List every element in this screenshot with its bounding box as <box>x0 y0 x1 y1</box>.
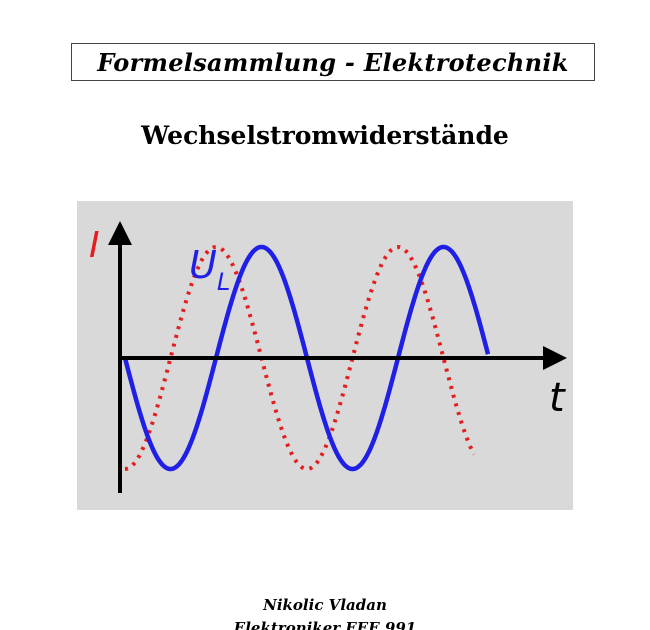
author-name: Nikolic Vladan <box>263 596 387 614</box>
voltage-label-main: U <box>189 243 217 287</box>
current-label: I <box>89 225 100 266</box>
ac-waveform-figure: I UL t <box>77 201 573 510</box>
current-waveform <box>124 244 476 472</box>
voltage-label-subscript: L <box>217 268 230 296</box>
course-name: Elektroniker EEE 991 <box>233 619 417 630</box>
document-title: Formelsammlung - Elektrotechnik <box>97 47 569 77</box>
waveform-graphic: I UL t <box>77 201 573 510</box>
figure-background <box>77 201 573 510</box>
time-label: t <box>549 375 566 421</box>
title-box: Formelsammlung - Elektrotechnik <box>71 43 595 81</box>
document-subtitle: Wechselstromwiderstände <box>141 121 509 150</box>
y-axis-arrow <box>108 221 132 245</box>
x-axis-arrow <box>543 346 567 370</box>
voltage-label: UL <box>189 243 230 296</box>
